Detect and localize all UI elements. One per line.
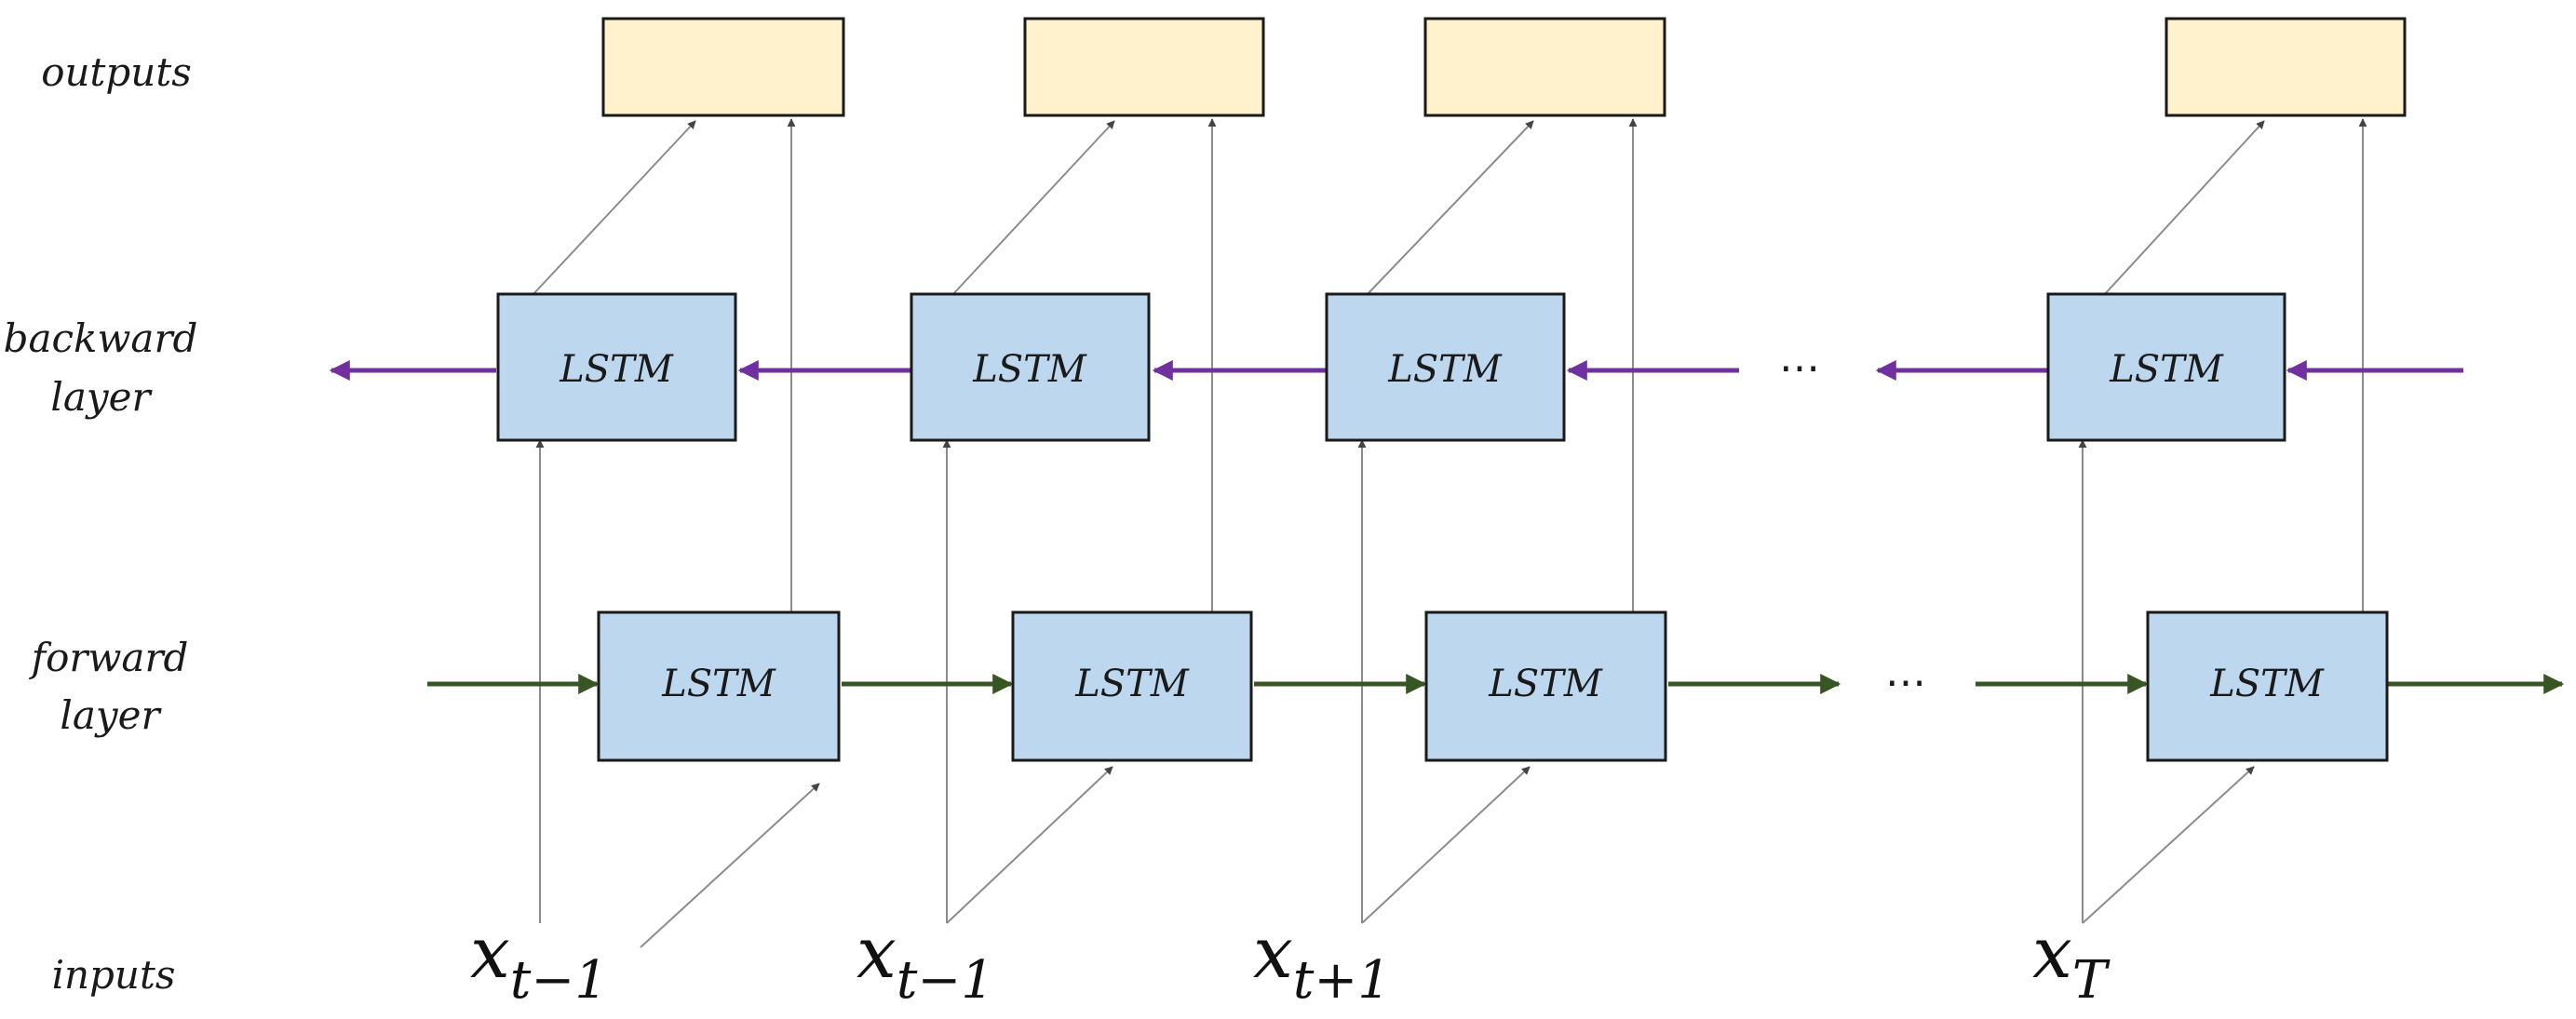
lstm-label: LSTM <box>559 348 674 391</box>
lstm-label: LSTM <box>661 663 776 705</box>
input-symbol-4: xT <box>2032 911 2111 1011</box>
input-to-forward-2 <box>946 766 1113 924</box>
backward-layer-label-line2: layer <box>50 374 153 420</box>
lstm-label: LSTM <box>2209 663 2325 705</box>
backward-to-output-1 <box>532 120 696 296</box>
backward-to-output-4 <box>2103 120 2265 296</box>
lstm-label: LSTM <box>1488 663 1603 705</box>
forward-layer-label-line1: forward <box>29 635 189 680</box>
forward-lstm-cell-3: LSTM <box>1424 610 1667 762</box>
forward-lstm-cell-4: LSTM <box>2146 610 2389 762</box>
output-box-4 <box>2165 17 2407 117</box>
input-to-forward-4 <box>2082 766 2255 924</box>
output-box-1 <box>601 17 845 117</box>
input-symbol-3: xt+1 <box>1253 911 1391 1011</box>
input-symbol-1: xt−1 <box>470 911 608 1011</box>
forward-lstm-cell-1: LSTM <box>597 610 841 762</box>
backward-lstm-cell-3: LSTM <box>1325 292 1566 442</box>
lstm-label: LSTM <box>972 348 1087 391</box>
lstm-label: LSTM <box>1387 348 1503 391</box>
inputs-label: inputs <box>52 952 176 998</box>
forward-ellipsis: ⋯ <box>1885 659 1926 706</box>
forward-lstm-cell-2: LSTM <box>1011 610 1253 762</box>
connection-lines <box>532 118 2367 948</box>
backward-lstm-cell-4: LSTM <box>2046 292 2286 442</box>
backward-layer-label-line1: backward <box>4 315 198 361</box>
backward-to-output-2 <box>951 120 1115 296</box>
backward-to-output-3 <box>1366 120 1534 296</box>
output-box-3 <box>1423 17 1666 117</box>
lstm-label: LSTM <box>2109 348 2224 391</box>
forward-layer-label-line2: layer <box>60 692 162 738</box>
outputs-label: outputs <box>41 49 192 95</box>
backward-lstm-cell-2: LSTM <box>910 292 1151 442</box>
backward-lstm-cell-1: LSTM <box>496 292 737 442</box>
backward-ellipsis: ⋯ <box>1779 344 1820 392</box>
input-to-forward-1 <box>640 783 820 948</box>
lstm-label: LSTM <box>1074 663 1190 705</box>
output-box-2 <box>1023 17 1265 117</box>
input-symbol-2: xt−1 <box>856 911 994 1011</box>
input-to-forward-3 <box>1361 766 1531 924</box>
